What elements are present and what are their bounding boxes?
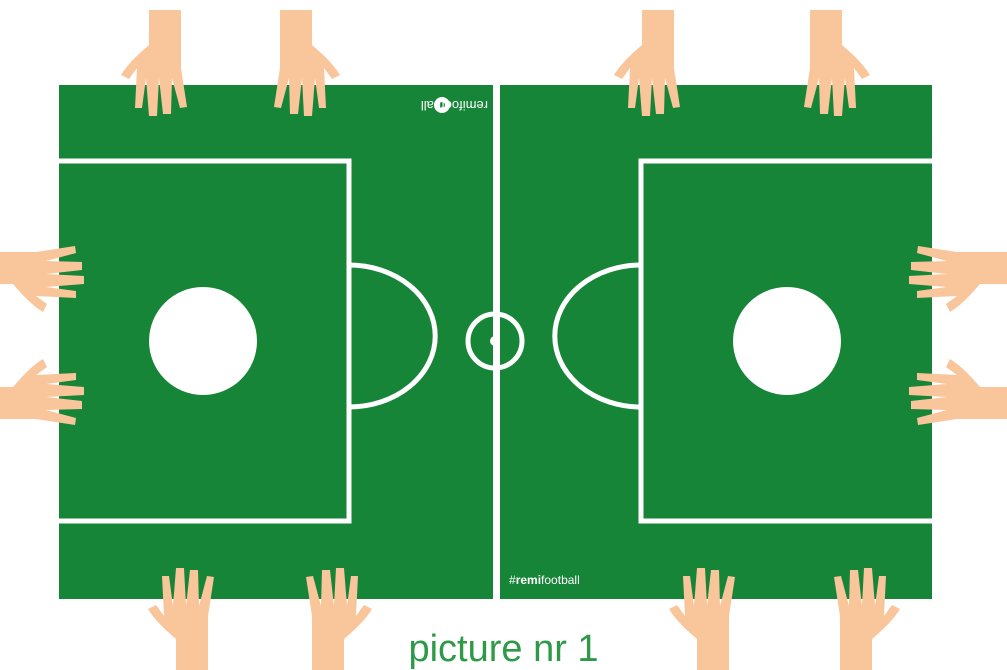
logo-bottom: #remifootball: [509, 573, 580, 587]
logo-top: remifootball: [421, 97, 488, 113]
center-spot: [490, 336, 500, 346]
right-target-circle: [733, 287, 841, 395]
left-target-circle: [149, 287, 257, 395]
logo-top-text: remifootball: [421, 98, 488, 113]
caption: picture nr 1: [0, 628, 1007, 670]
